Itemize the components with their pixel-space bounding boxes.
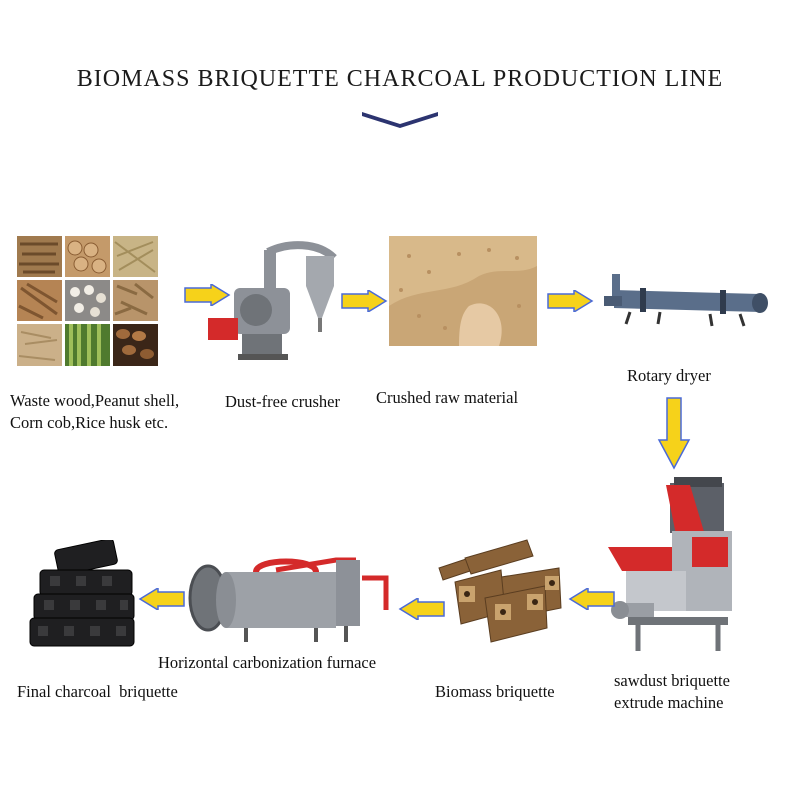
step-label-briquette-extruder: sawdust briquette extrude machine [614,670,730,714]
step-label-biomass-briquette: Biomass briquette [435,682,555,701]
charcoal-briquette-image [29,540,135,647]
step-label-extruder-line-2: extrude machine [614,693,724,712]
step-label-raw-line-2: Corn cob,Rice husk etc. [10,413,169,432]
step-label-raw-materials: Waste wood,Peanut shell, Corn cob,Rice h… [10,390,179,434]
step-label-extruder-line-1: sawdust briquette [614,671,730,690]
raw-materials-image [17,236,158,366]
flow-arrow-right-icon [341,290,388,312]
page-title: BIOMASS BRIQUETTE CHARCOAL PRODUCTION LI… [76,66,724,92]
briquette-extruder-image [608,477,732,651]
flow-arrow-left-icon [568,588,615,610]
biomass-briquette-image [438,539,562,643]
step-label-raw-line-1: Waste wood,Peanut shell, [10,391,180,410]
rotary-dryer-image [604,274,768,327]
flow-arrow-right-icon [184,284,231,306]
step-label-carbonization-furnace: Horizontal carbonization furnace [158,653,377,672]
crushed-raw-material-image [389,236,537,346]
flow-arrow-left-icon [398,598,445,620]
step-label-final-charcoal-briquette: Final charcoal briquette [17,682,178,701]
flow-arrow-down-icon [657,397,691,470]
step-label-rotary-dryer: Rotary dryer [627,366,711,385]
flow-arrow-right-icon [547,290,594,312]
flow-arrow-left-icon [138,588,185,610]
step-label-crushed-raw-material: Crushed raw material [376,388,519,407]
chevron-down-icon [362,112,438,128]
step-label-dust-free-crusher: Dust-free crusher [225,392,340,411]
carbonization-furnace-image [188,557,389,642]
dust-free-crusher-image [208,241,337,360]
